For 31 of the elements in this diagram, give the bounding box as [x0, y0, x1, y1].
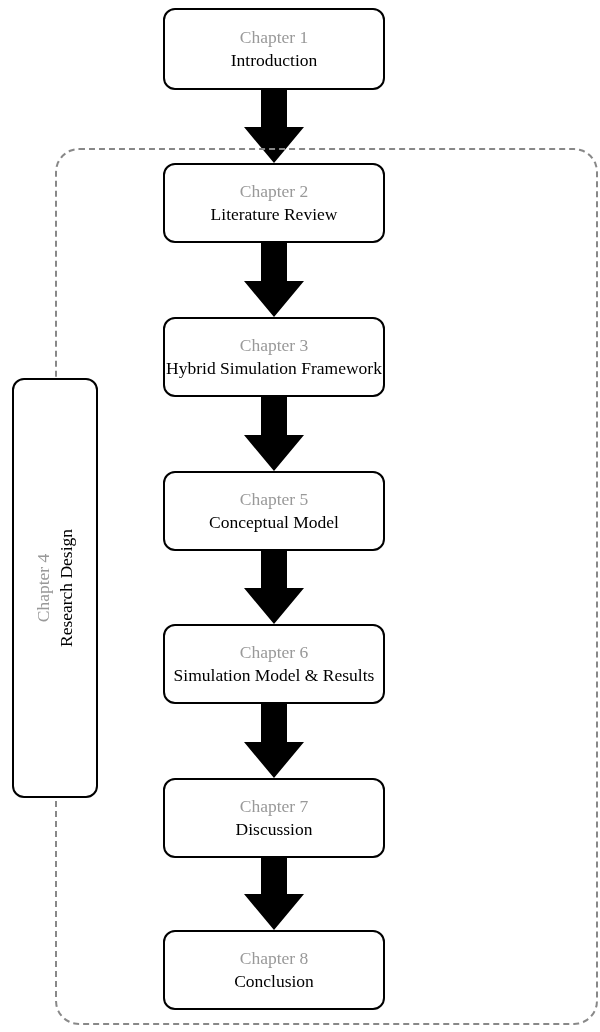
chapter-number: Chapter 1	[239, 26, 309, 49]
block-arrow	[244, 551, 304, 624]
block-arrow	[244, 90, 304, 163]
chapter-box	[163, 930, 385, 1010]
chapter-box	[163, 471, 385, 551]
chapter-title: Introduction	[230, 49, 318, 72]
chapter-title: Simulation Model & Results	[173, 664, 375, 687]
chapter-title: Literature Review	[210, 203, 338, 226]
chapter-number: Chapter 3	[239, 334, 309, 357]
chapter-title: Conclusion	[234, 970, 314, 993]
block-arrow	[244, 397, 304, 471]
chapter-number: Chapter 2	[239, 180, 309, 203]
chapter-title: Research Design	[55, 528, 77, 648]
chapter-title: Discussion	[235, 818, 313, 841]
chapter-title: Conceptual Model	[209, 511, 339, 534]
block-arrow	[244, 243, 304, 317]
chapter-number: Chapter 4	[32, 553, 54, 623]
chapter-box	[163, 624, 385, 704]
dashed-group-frame	[55, 148, 598, 1025]
chapter-box	[163, 778, 385, 858]
chapter-number: Chapter 6	[239, 641, 309, 664]
chapter-number: Chapter 8	[239, 947, 309, 970]
chapter-box	[163, 317, 385, 397]
chapter-box	[163, 8, 385, 90]
chapter-number: Chapter 5	[239, 488, 309, 511]
chapter-title: Hybrid Simulation Framework	[166, 357, 382, 380]
chapter-box	[12, 378, 98, 798]
block-arrow	[244, 858, 304, 930]
block-arrow	[244, 704, 304, 778]
chapter-box	[163, 163, 385, 243]
chapter-number: Chapter 7	[239, 795, 309, 818]
